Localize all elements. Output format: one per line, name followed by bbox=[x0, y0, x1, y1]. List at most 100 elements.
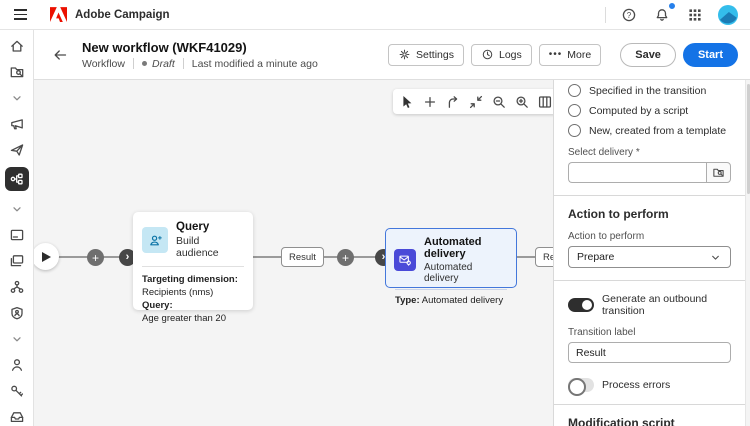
add-activity-between-icon[interactable]: + bbox=[337, 249, 354, 266]
page-title: New workflow (WKF41029) bbox=[82, 39, 247, 55]
transition-inlet-icon[interactable]: › bbox=[119, 249, 136, 266]
keys-icon bbox=[10, 385, 23, 397]
start-button[interactable]: Start bbox=[682, 42, 738, 67]
select-delivery-field bbox=[568, 162, 731, 183]
sidebar-item-audiences[interactable] bbox=[5, 278, 29, 295]
status-badge: Draft bbox=[141, 58, 175, 70]
activity-properties-panel: Specified in the transition Computed by … bbox=[553, 80, 750, 426]
hamburger-menu-icon[interactable] bbox=[8, 3, 32, 27]
org-chart-icon bbox=[10, 280, 23, 293]
add-activity-between-icon[interactable]: + bbox=[87, 249, 104, 266]
overview-map-icon[interactable] bbox=[534, 91, 553, 112]
topbar-divider bbox=[605, 6, 606, 23]
select-delivery-input[interactable] bbox=[568, 162, 706, 183]
notifications-bell-icon[interactable] bbox=[652, 1, 676, 25]
brand: Adobe Campaign bbox=[50, 7, 170, 22]
workflow-canvas[interactable]: + › Query Build audience Targeting dimen… bbox=[34, 80, 553, 426]
query-activity-node[interactable]: Query Build audience Targeting dimension… bbox=[133, 212, 253, 324]
panel-scrollbar[interactable] bbox=[745, 80, 750, 426]
action-field-label: Action to perform bbox=[568, 231, 645, 242]
sidebar-item-explorer[interactable] bbox=[5, 63, 29, 80]
user-avatar[interactable] bbox=[718, 4, 738, 25]
sidebar-item-permissions[interactable] bbox=[5, 382, 29, 399]
zoom-out-icon[interactable] bbox=[488, 91, 510, 112]
action-select[interactable]: Prepare bbox=[568, 246, 731, 268]
radio-new-from-template[interactable]: New, created from a template bbox=[568, 124, 731, 137]
radio-computed-by-script[interactable]: Computed by a script bbox=[568, 104, 731, 117]
notification-badge bbox=[668, 1, 676, 10]
divider bbox=[554, 404, 750, 405]
back-arrow-icon[interactable] bbox=[48, 43, 72, 67]
save-button[interactable]: Save bbox=[620, 42, 676, 67]
node-details: Targeting dimension: Recipients (nms) Qu… bbox=[142, 274, 238, 324]
badge-person-icon bbox=[10, 306, 23, 319]
transition-label-input[interactable] bbox=[568, 342, 731, 363]
radio-specified-in-transition[interactable]: Specified in the transition bbox=[568, 84, 731, 97]
toggle-on-icon[interactable] bbox=[568, 298, 594, 312]
divider bbox=[554, 195, 750, 196]
radio-icon bbox=[568, 124, 581, 137]
sidebar-item-campaigns[interactable] bbox=[5, 115, 29, 132]
node-title: Query bbox=[176, 221, 210, 233]
delivery-picker-button[interactable] bbox=[706, 162, 731, 183]
person-icon bbox=[11, 358, 22, 371]
action-select-value: Prepare bbox=[577, 251, 615, 263]
fit-view-icon[interactable] bbox=[465, 91, 487, 112]
select-pointer-icon[interactable] bbox=[396, 91, 418, 112]
sidebar-item-content[interactable] bbox=[5, 226, 29, 243]
start-node-play-icon[interactable] bbox=[34, 243, 59, 270]
folder-search-icon bbox=[10, 66, 23, 77]
divider bbox=[554, 280, 750, 281]
ellipsis-icon: ••• bbox=[548, 49, 563, 60]
title-block: New workflow (WKF41029) Workflow Draft L… bbox=[82, 40, 318, 70]
canvas-toolbar bbox=[393, 89, 553, 114]
sidebar-item-profiles[interactable] bbox=[5, 356, 29, 373]
gear-icon bbox=[399, 49, 410, 60]
restart-arrow-icon[interactable] bbox=[442, 91, 464, 112]
add-activity-icon[interactable] bbox=[419, 91, 441, 112]
node-subtitle: Automated delivery bbox=[424, 262, 473, 284]
help-icon[interactable]: ? bbox=[619, 5, 639, 25]
sidebar-item-landing-pages[interactable] bbox=[5, 304, 29, 321]
logs-button[interactable]: Logs bbox=[471, 43, 532, 66]
outbound-transition-toggle-row[interactable]: Generate an outbound transition bbox=[568, 293, 731, 317]
sidebar-item-templates[interactable] bbox=[5, 252, 29, 269]
status-dot bbox=[141, 61, 147, 66]
settings-button[interactable]: Settings bbox=[388, 43, 464, 66]
sidebar-section-collapse-1[interactable] bbox=[5, 89, 29, 106]
home-icon bbox=[10, 40, 23, 52]
sidebar-section-collapse-3[interactable] bbox=[5, 330, 29, 347]
sidebar-item-home[interactable] bbox=[5, 37, 29, 54]
content-card-icon bbox=[10, 229, 23, 240]
sidebar-item-workflows[interactable] bbox=[4, 167, 29, 191]
object-type-label: Workflow bbox=[82, 57, 125, 70]
automated-delivery-node[interactable]: Automated delivery Automated delivery Ty… bbox=[385, 228, 517, 306]
chevron-down-icon bbox=[12, 336, 21, 341]
app-switcher-grid-icon[interactable] bbox=[685, 5, 705, 25]
zoom-in-icon[interactable] bbox=[511, 91, 533, 112]
header-actions: Settings Logs ••• More Save Start bbox=[388, 42, 738, 67]
top-app-bar: Adobe Campaign ? bbox=[0, 0, 750, 30]
select-delivery-label: Select delivery * bbox=[568, 147, 640, 158]
sidebar-item-subscriptions[interactable] bbox=[5, 408, 29, 425]
transition-result-chip[interactable]: Result bbox=[535, 247, 553, 267]
transition-result-chip[interactable]: Result bbox=[281, 247, 324, 267]
sidebar-section-collapse-2[interactable] bbox=[5, 200, 29, 217]
action-section-heading: Action to perform bbox=[568, 207, 669, 221]
sidebar-item-deliveries[interactable] bbox=[5, 141, 29, 158]
toggle-off-icon[interactable] bbox=[568, 378, 594, 396]
scrollbar-thumb[interactable] bbox=[747, 84, 750, 194]
folder-search-icon bbox=[713, 168, 724, 177]
radio-icon bbox=[568, 104, 581, 117]
process-errors-toggle-row[interactable]: Process errors bbox=[568, 378, 731, 396]
megaphone-icon bbox=[10, 118, 23, 129]
node-subtitle: Build audience bbox=[176, 235, 219, 259]
more-button[interactable]: ••• More bbox=[538, 43, 602, 66]
chevron-down-icon bbox=[12, 95, 21, 100]
adobe-logo-icon bbox=[50, 7, 67, 22]
radio-icon bbox=[568, 84, 581, 97]
app-name: Adobe Campaign bbox=[75, 8, 170, 21]
topbar-actions: ? bbox=[605, 1, 738, 25]
svg-text:?: ? bbox=[627, 10, 632, 19]
